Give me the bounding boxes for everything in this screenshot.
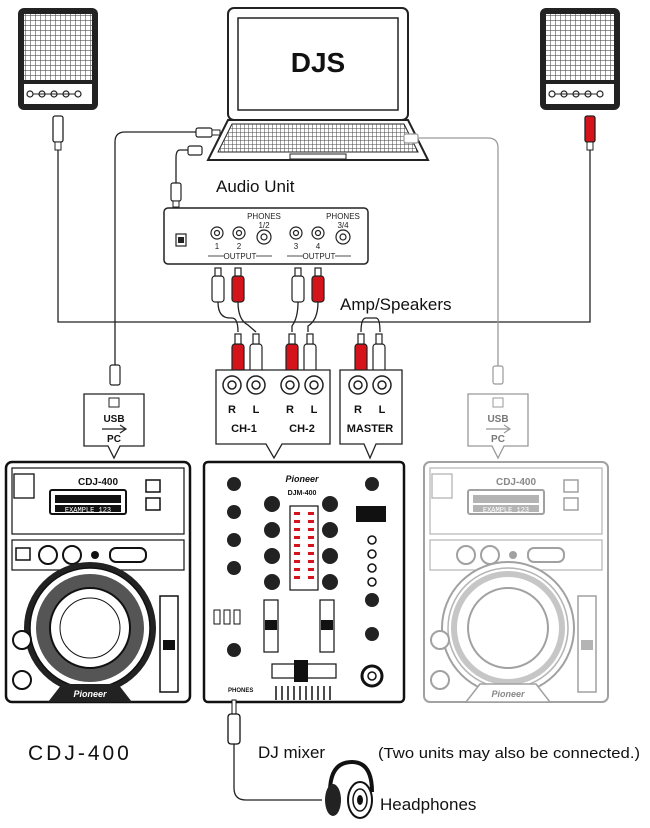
right-speaker-plug (584, 115, 596, 151)
mixer-brand: Pioneer (285, 474, 319, 484)
jack-label-3: 3 (294, 242, 299, 251)
usb-label-left: USB (103, 414, 124, 425)
audio-unit (163, 207, 369, 265)
ch2-r-label: R (286, 404, 294, 416)
two-units-note: (Two units may also be connected.) (378, 745, 640, 762)
cdj-caption: CDJ-400 (28, 742, 132, 765)
cdj-left-brand: Pioneer (73, 689, 107, 699)
cdj-right-display: EXAMPLE 123 (483, 507, 529, 515)
cdj-left-model: CDJ-400 (78, 477, 118, 488)
phones-label-b: PHONES (326, 212, 360, 221)
jack-label-2: 2 (237, 242, 242, 251)
output-label-a: OUTPUT (224, 252, 257, 261)
jack-label-4: 4 (316, 242, 321, 251)
ch2-label: CH-2 (289, 423, 315, 435)
mixer-rca-plugs (231, 333, 386, 375)
phones-label-a: PHONES (247, 212, 281, 221)
ch2-l-label: L (311, 404, 318, 416)
laptop-screen-text: DJS (291, 47, 345, 78)
left-speaker-plug (52, 115, 64, 151)
jack-label-1: 1 (215, 242, 220, 251)
mixer-model: DJM-400 (288, 490, 317, 497)
usb-cable-right (418, 137, 499, 368)
laptop-usb-plug-audio (187, 145, 203, 156)
headphones-label: Headphones (380, 795, 476, 814)
cables (57, 131, 591, 801)
cdj-right-usb-plug (492, 365, 504, 385)
cdj-right (423, 461, 609, 703)
phones-sub-a: 1/2 (258, 221, 270, 230)
master-r-label: R (354, 404, 362, 416)
master-label: MASTER (347, 423, 394, 435)
cdj-left (4, 460, 192, 704)
pc-label-left: PC (107, 434, 121, 445)
usb-callout-right (467, 393, 529, 460)
master-l-label: L (379, 404, 386, 416)
laptop-usb-plug-left (195, 127, 221, 138)
pc-label-right: PC (491, 434, 505, 445)
phones-sub-b: 3/4 (337, 221, 349, 230)
audio-unit-usb-plug (170, 182, 182, 208)
dj-mixer (202, 460, 406, 704)
amp-speaker-cable (57, 150, 591, 323)
mixer-input-callout (215, 369, 403, 460)
headphone-plug (227, 699, 241, 745)
output-label-b: OUTPUT (303, 252, 336, 261)
mixer-phones-label: PHONES (228, 688, 253, 694)
cdj-right-brand: Pioneer (491, 689, 525, 699)
left-speaker (18, 8, 98, 110)
ch1-r-label: R (228, 404, 236, 416)
headphone-cable (233, 742, 322, 801)
cdj-left-display: EXAMPLE 123 (65, 507, 111, 515)
headphones-icon (325, 759, 374, 819)
ch1-label: CH-1 (231, 423, 257, 435)
cdj-right-model: CDJ-400 (496, 477, 536, 488)
usb-cable-left (114, 131, 196, 365)
amp-speakers-label: Amp/Speakers (340, 295, 452, 314)
laptop (206, 7, 430, 161)
ch1-l-label: L (253, 404, 260, 416)
usb-label-right: USB (487, 414, 508, 425)
mixer-caption: DJ mixer (258, 743, 325, 762)
audio-unit-label: Audio Unit (216, 177, 295, 196)
laptop-usb-plug-right (403, 133, 419, 144)
laptop-audio-cable (175, 149, 188, 185)
usb-callout-left (83, 393, 145, 460)
audio-unit-rca-plugs (211, 267, 325, 303)
cdj-left-usb-plug (109, 364, 121, 386)
right-speaker (540, 8, 620, 110)
